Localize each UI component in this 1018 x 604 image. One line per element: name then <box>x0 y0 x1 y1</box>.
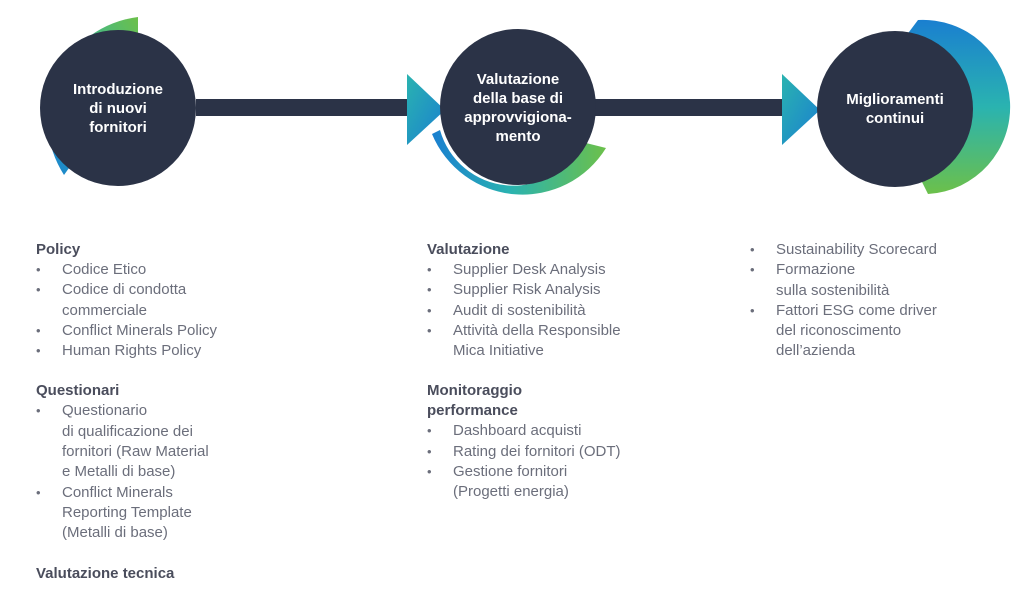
list-item: Supplier Risk Analysis <box>427 280 707 301</box>
section-valutazione: Valutazione Supplier Desk Analysis Suppl… <box>427 240 707 361</box>
section-title: Policy <box>36 241 81 258</box>
list-item: Sustainability Scorecard <box>750 240 1010 261</box>
list-item: Human Rights Policy <box>36 341 286 362</box>
process-diagram <box>40 17 1011 195</box>
list-item: Codice di condotta commerciale <box>36 280 286 321</box>
stage-3-label: Miglioramenti continui <box>846 91 944 127</box>
list-item: Supplier Desk Analysis <box>427 260 707 281</box>
section-title: Valutazione <box>427 241 510 258</box>
column-valutazione: Valutazione Supplier Desk Analysis Suppl… <box>427 240 707 523</box>
stage-1-circle <box>40 30 196 186</box>
connector-line-2 <box>590 99 790 116</box>
arrow-head-1-icon <box>407 74 445 145</box>
section-miglioramenti: Sustainability Scorecard Formazione sull… <box>750 240 1010 362</box>
list-item: Conflict Minerals Policy <box>36 321 286 342</box>
list-item: Dashboard acquisti <box>427 421 707 442</box>
column-miglioramenti: Sustainability Scorecard Formazione sull… <box>750 240 1010 382</box>
list-item: Questionario di qualificazione dei forni… <box>36 401 286 482</box>
list-item: Codice Etico <box>36 260 286 281</box>
list-item: Attività della Responsible Mica Initiati… <box>427 321 707 362</box>
list-item: Audit di sostenibilità <box>427 301 707 322</box>
stage-1-label: Introduzione di nuovi fornitori <box>73 80 163 136</box>
stage-3-circle <box>817 31 973 187</box>
connector-line-1 <box>196 99 416 116</box>
arrow-head-2-icon <box>782 74 820 145</box>
list-item: Formazione sulla sostenibilità <box>750 260 1010 301</box>
section-questionari: Questionari Questionario di qualificazio… <box>36 381 286 543</box>
stage-2-ring <box>432 130 606 195</box>
list-item: Conflict Minerals Reporting Template (Me… <box>36 483 286 544</box>
list-item: Fattori ESG come driver del riconoscimen… <box>750 301 1010 362</box>
section-title: Questionari <box>36 382 120 400</box>
stage-2-circle <box>440 29 596 185</box>
section-monitoraggio: Monitoraggio performance Dashboard acqui… <box>427 381 707 502</box>
section-title: Monitoraggio performance <box>427 382 522 420</box>
section-policy: Policy Codice Etico Codice di condotta c… <box>36 240 286 362</box>
stage-2-label: Valutazione della base di approvvigiona-… <box>464 71 572 145</box>
section-title: Valutazione tecnica <box>36 564 175 582</box>
list-item: Gestione fornitori (Progetti energia) <box>427 462 707 503</box>
list-item: Rating dei fornitori (ODT) <box>427 442 707 463</box>
section-valutazione-tecnica: Valutazione tecnica <box>36 564 286 584</box>
column-introduzione: Policy Codice Etico Codice di condotta c… <box>36 240 286 604</box>
